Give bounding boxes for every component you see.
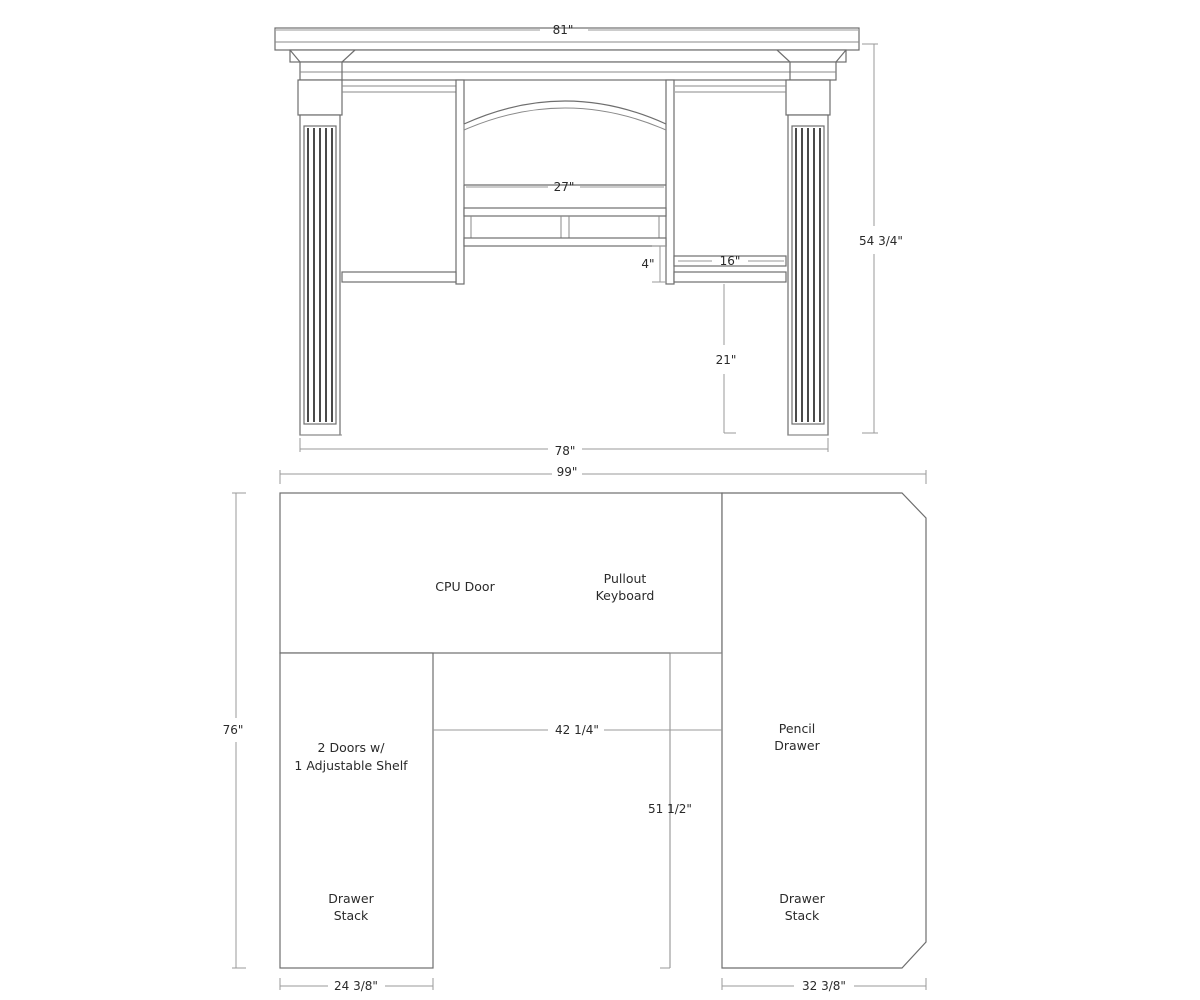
dim-base-width: 78" xyxy=(555,444,576,458)
dim-return-length: 51 1/2" xyxy=(648,802,692,816)
left-desk-top xyxy=(341,271,457,283)
dim-knee-height: 21" xyxy=(716,353,737,367)
right-pilaster xyxy=(785,79,831,436)
crown-lower xyxy=(299,61,837,81)
label-pullout-line2: Keyboard xyxy=(596,588,655,603)
label-pencil-line1: Pencil xyxy=(779,721,816,736)
label-cpu-door: CPU Door xyxy=(435,579,495,594)
label-doors-line2: 1 Adjustable Shelf xyxy=(294,758,408,773)
label-pencil-line2: Drawer xyxy=(774,738,820,753)
dim-interior-span: 42 1/4" xyxy=(555,723,599,737)
dim-side-shelf: 16" xyxy=(720,254,741,268)
arch xyxy=(463,100,667,125)
dim-right-depth: 32 3/8" xyxy=(802,979,846,993)
dim-keyboard-gap: 4" xyxy=(641,257,654,271)
label-left-drawer-line1: Drawer xyxy=(328,891,374,906)
dim-overall-height: 54 3/4" xyxy=(859,234,903,248)
crown-band xyxy=(289,49,847,63)
dim-overall-depth: 76" xyxy=(223,723,244,737)
label-right-drawer-line2: Stack xyxy=(785,908,820,923)
dim-arch-opening: 27" xyxy=(554,180,575,194)
elevation-dimensions: 81" 54 3/4" 27" 4" 16" 21" 78" xyxy=(276,23,903,458)
right-divider xyxy=(665,79,675,285)
back-section xyxy=(279,492,723,654)
label-doors-line1: 2 Doors w/ xyxy=(318,740,386,755)
right-return xyxy=(721,492,927,969)
right-desk-top xyxy=(673,255,787,267)
front-elevation xyxy=(274,27,860,436)
label-pullout-line1: Pullout xyxy=(604,571,647,586)
dim-left-depth: 24 3/8" xyxy=(334,979,378,993)
dim-top-width: 81" xyxy=(553,23,574,37)
left-pedestal xyxy=(279,652,434,969)
dim-overall-width: 99" xyxy=(557,465,578,479)
keyboard-tray xyxy=(463,207,667,217)
left-divider xyxy=(455,79,465,285)
plan-view: 99" 76" 42 1/4" 51 1/2" 24 3/8" xyxy=(223,465,927,993)
label-right-drawer-line1: Drawer xyxy=(779,891,825,906)
left-pilaster xyxy=(297,79,343,436)
label-left-drawer-line2: Stack xyxy=(334,908,369,923)
